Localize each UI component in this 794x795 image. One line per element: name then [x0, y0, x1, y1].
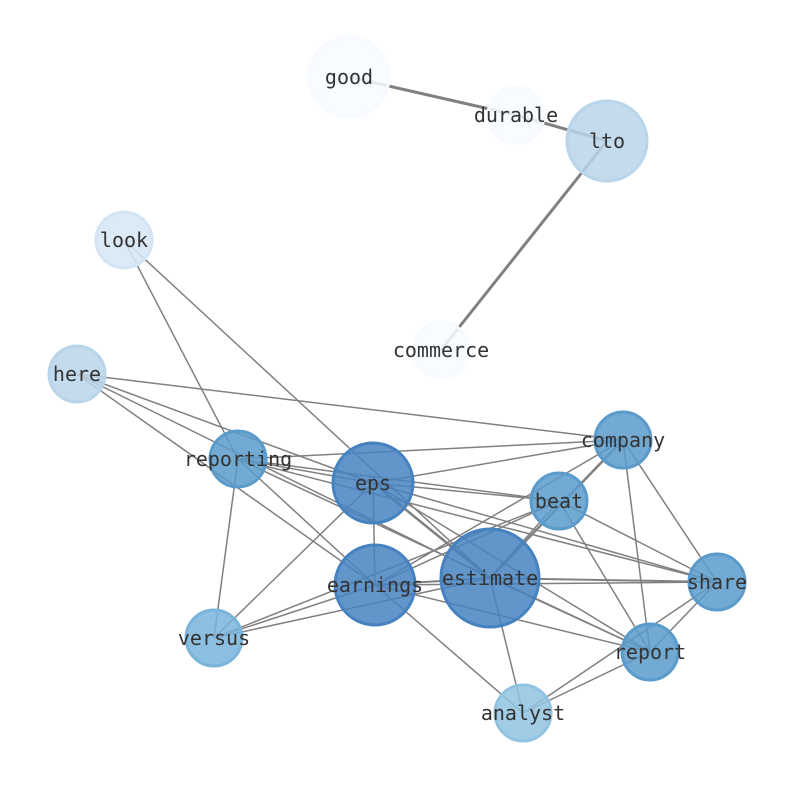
node-beat	[529, 471, 589, 531]
node-durable	[486, 85, 546, 145]
node-here	[47, 344, 107, 404]
node-earnings	[333, 543, 417, 627]
node-versus	[184, 608, 244, 668]
edge-lto-commerce	[439, 140, 609, 351]
node-label-commerce: commerce	[393, 338, 489, 362]
node-label-look: look	[100, 228, 148, 252]
node-commerce	[411, 320, 471, 380]
edge-beat-share	[558, 500, 718, 583]
node-label-earnings: earnings	[327, 573, 423, 597]
node-share	[687, 552, 747, 612]
edge-share-analyst	[522, 581, 718, 714]
node-eps	[331, 441, 415, 525]
node-label-reporting: reporting	[184, 447, 292, 471]
node-label-lto: lto	[589, 129, 625, 153]
node-estimate	[439, 527, 541, 629]
node-label-analyst: analyst	[481, 701, 565, 725]
edge-look-estimate	[123, 239, 491, 579]
node-company	[593, 410, 653, 470]
edge-look-reporting	[123, 239, 239, 460]
node-label-company: company	[581, 428, 665, 452]
node-label-share: share	[687, 570, 747, 594]
edge-eps-share	[372, 482, 718, 583]
edge-reporting-share	[237, 458, 718, 583]
edge-here-company	[76, 373, 624, 441]
node-label-beat: beat	[535, 489, 583, 513]
edge-eps-company	[372, 439, 624, 484]
edge-earnings-share	[374, 581, 718, 586]
node-good	[307, 35, 391, 119]
node-label-estimate: estimate	[442, 566, 538, 590]
node-label-report: report	[614, 640, 686, 664]
edge-here-eps	[76, 373, 374, 484]
node-label-eps: eps	[355, 471, 391, 495]
edge-earnings-company	[374, 439, 624, 586]
edge-reporting-company	[237, 439, 624, 460]
edge-reporting-versus	[213, 458, 239, 639]
node-report	[620, 622, 680, 682]
node-label-here: here	[53, 362, 101, 386]
node-label-versus: versus	[178, 626, 250, 650]
node-label-durable: durable	[474, 103, 558, 127]
node-look	[94, 210, 154, 270]
node-lto	[565, 99, 649, 183]
node-analyst	[493, 683, 553, 743]
node-reporting	[208, 429, 268, 489]
edge-company-report	[622, 439, 651, 653]
node-label-good: good	[325, 65, 373, 89]
